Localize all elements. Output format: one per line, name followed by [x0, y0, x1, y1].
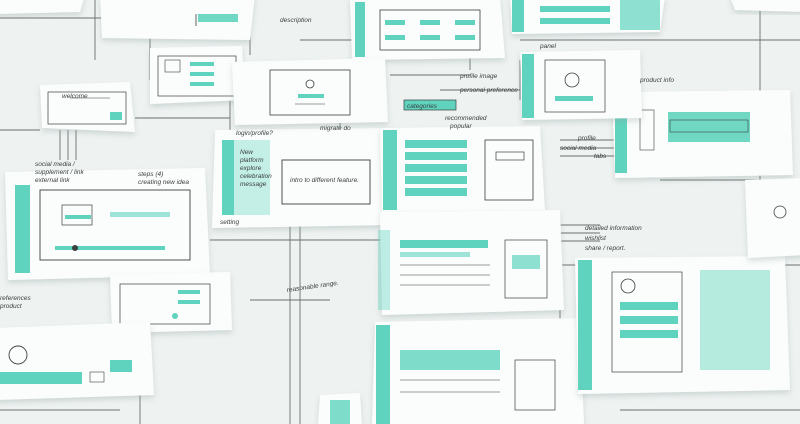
note-creating-new-idea: creating new idea [138, 179, 189, 186]
paper-card-list [150, 46, 245, 104]
note-external-link: external link [35, 177, 70, 184]
paper-card-profile-chart [520, 50, 642, 120]
note-detailed-information: detailed information [585, 225, 642, 232]
note-migrate: migrate do [320, 125, 351, 132]
annotations: social media / supplement / link externa… [0, 17, 674, 310]
note-popular: popular [449, 123, 473, 130]
paper-card-left-screen [5, 168, 210, 280]
paper-card-product [378, 210, 564, 315]
note-categories: categories [407, 103, 438, 110]
note-tabs: tabs [594, 153, 607, 160]
note-profile: profile [577, 135, 596, 142]
note-personal-preference: personal preference [459, 87, 518, 94]
paper-card-product-bottom [372, 318, 584, 424]
note-wishlist: wishlist [585, 235, 607, 242]
note-celebration: celebration [240, 173, 272, 180]
paper-card-top-2 [100, 0, 255, 40]
note-explore: explore [240, 165, 262, 172]
note-steps: steps (4) [138, 171, 163, 178]
paper-card-filter [110, 272, 232, 333]
note-description: description [280, 17, 312, 24]
note-setting: setting [220, 219, 240, 226]
paper-card-intro [212, 128, 392, 228]
note-intro-feature: intro to different feature. [290, 177, 359, 184]
note-message: message [240, 181, 267, 188]
note-welcome: welcome [62, 93, 88, 100]
paper-card-bottom-right [575, 256, 790, 394]
note-profile-image: profile image [459, 73, 498, 80]
paper-card-categories [380, 126, 545, 212]
note-panel: panel [539, 43, 556, 50]
paper-card-welcome [40, 82, 135, 132]
note-preferences: references [0, 295, 31, 302]
paper-card-top-phone [350, 0, 505, 60]
paper-card-category-tab [403, 99, 457, 111]
note-social-media-short: social media [560, 145, 597, 152]
paper-card-bottom-left [0, 322, 154, 400]
paper-card-top-far-right [731, 0, 800, 12]
paper-card-top-right [510, 0, 665, 34]
paper-card-small-teal [318, 393, 362, 424]
paper-card-dashboard [612, 90, 793, 178]
note-social-media: social media / [35, 161, 76, 168]
note-reasonable-range: reasonable range. [286, 280, 339, 294]
note-share-report: share / report. [585, 245, 626, 252]
note-new: New [240, 149, 254, 156]
note-product-info: product info [639, 77, 674, 84]
note-recommended: recommended [445, 115, 487, 122]
note-product: product [0, 303, 23, 310]
paper-card-top-left [0, 0, 84, 14]
paper-card-right-middle [745, 178, 800, 258]
note-platform: platform [239, 157, 264, 164]
note-supplement: supplement / link [35, 169, 85, 176]
paper-card-confirmation [232, 58, 388, 125]
note-login-profile: login/profile? [236, 130, 273, 137]
